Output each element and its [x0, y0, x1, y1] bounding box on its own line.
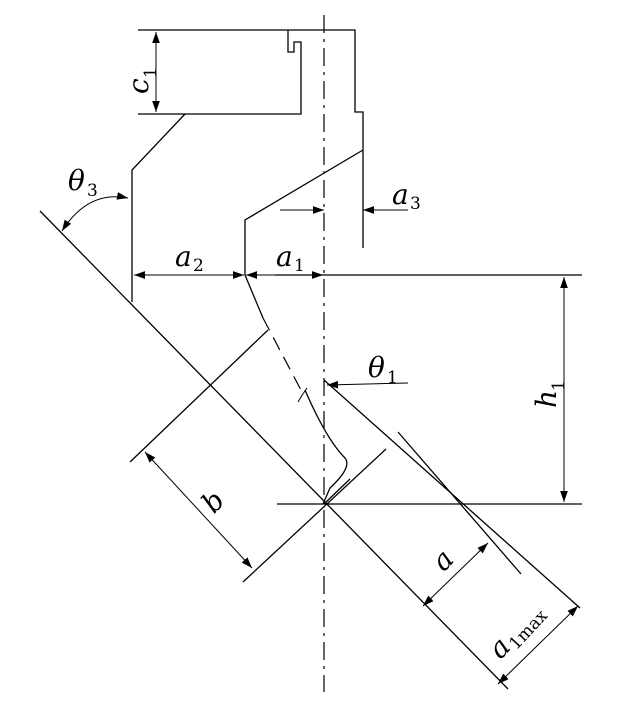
- svg-text:3: 3: [410, 194, 421, 214]
- svg-text:θ: θ: [368, 351, 385, 384]
- die-lines: [39, 210, 582, 690]
- b-label: b: [195, 484, 231, 520]
- punch-working-face: [244, 149, 364, 319]
- sheet-inner-line: [397, 431, 522, 575]
- dimension-h1: h 1: [530, 277, 569, 502]
- a1max-dimension-arrow: [497, 605, 579, 685]
- svg-text:a: a: [392, 178, 409, 211]
- theta3-label: θ 3: [68, 164, 98, 201]
- h1-label: h 1: [530, 380, 569, 408]
- svg-text:3: 3: [87, 181, 98, 201]
- svg-text:b: b: [195, 484, 231, 520]
- a3-label: a 3: [392, 178, 421, 214]
- punch-hidden-edge: [262, 317, 303, 393]
- die-upper-line: [129, 329, 269, 463]
- punch-left-edge: [131, 113, 186, 302]
- svg-text:1: 1: [141, 67, 161, 78]
- punch-right-top: [138, 29, 364, 150]
- svg-text:a: a: [276, 240, 293, 273]
- svg-text:h: h: [530, 390, 563, 408]
- svg-text:a: a: [425, 543, 461, 578]
- dimension-a2-a1: a 2 a 1: [134, 240, 323, 279]
- svg-text:1: 1: [294, 256, 305, 276]
- dimension-a3: a 3: [280, 178, 421, 214]
- theta1-pointer: [326, 380, 409, 389]
- c1-label: c 1: [122, 67, 161, 94]
- a-label: a: [425, 543, 461, 578]
- svg-text:θ: θ: [68, 164, 85, 197]
- dimension-theta1: θ 1: [297, 351, 409, 403]
- a-dimension-arrow: [422, 542, 489, 607]
- tip-extension-line: [323, 478, 351, 505]
- svg-text:1: 1: [387, 368, 398, 388]
- svg-text:c: c: [122, 78, 155, 94]
- theta1-arc: [297, 387, 308, 403]
- punch-outline: [131, 29, 364, 505]
- punch-tip: [304, 389, 348, 505]
- theta1-label: θ 1: [368, 351, 398, 388]
- dimension-theta3: θ 3: [61, 164, 129, 232]
- a1-label: a 1: [276, 240, 305, 276]
- dimension-a1max: a 1max: [481, 605, 579, 685]
- die-face-line: [39, 210, 509, 690]
- svg-text:1max: 1max: [505, 606, 552, 654]
- dimension-a: a: [422, 542, 489, 607]
- dimension-c1: c 1: [122, 32, 161, 112]
- theta3-arc: [61, 192, 129, 232]
- punch-clamp-notch: [138, 30, 302, 115]
- a1max-label: a 1max: [481, 606, 552, 665]
- die-lower-line: [242, 448, 387, 583]
- svg-text:2: 2: [193, 256, 204, 276]
- a2-label: a 2: [175, 240, 204, 276]
- svg-text:1: 1: [549, 380, 569, 391]
- b-dimension-arrow: [144, 451, 253, 569]
- dimension-b: b: [144, 451, 253, 569]
- svg-text:a: a: [175, 240, 192, 273]
